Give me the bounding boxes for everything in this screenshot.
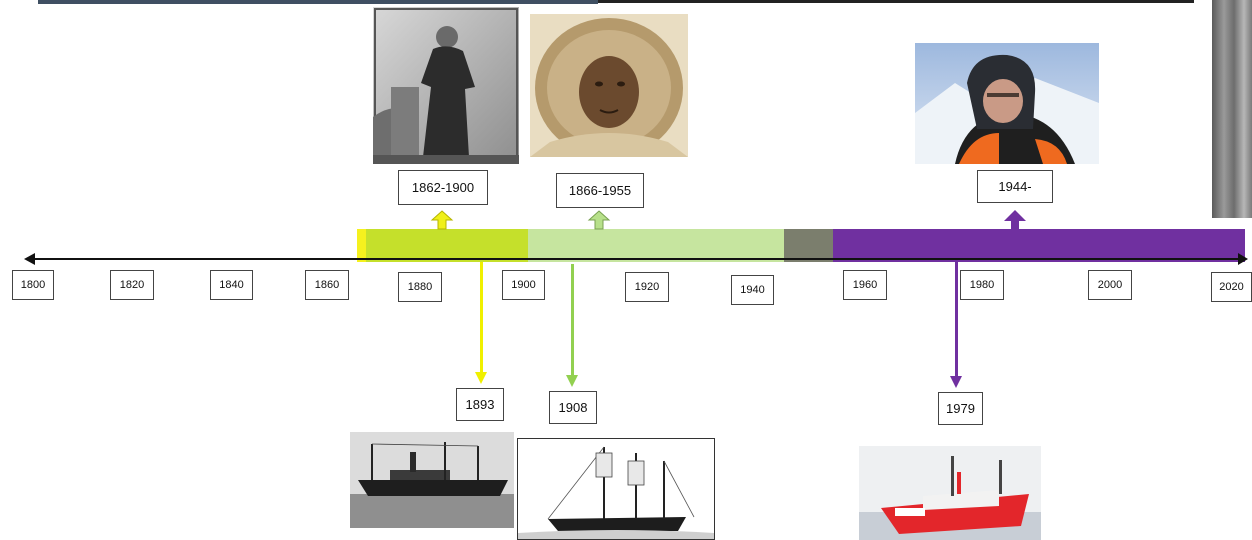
tick-label-1880: 1880 xyxy=(398,272,442,302)
top-photo-fragment xyxy=(38,0,598,4)
lifespan-label-1862-1900: 1862-1900 xyxy=(398,170,488,205)
tick-label-1800: 1800 xyxy=(12,270,54,300)
event-label-1908: 1908 xyxy=(549,391,597,424)
right-edge-photo-fragment xyxy=(1212,0,1252,218)
era-bar-gray xyxy=(784,229,833,262)
lifespan-label-1866-1955: 1866-1955 xyxy=(556,173,644,208)
event-1979-arrow-icon xyxy=(950,376,962,388)
photo-steamship-1893 xyxy=(350,432,514,528)
tick-label-2020: 2020 xyxy=(1211,272,1252,302)
axis-right-arrow-icon xyxy=(1238,253,1248,265)
era-bar-yellow xyxy=(357,229,366,262)
era-bar-light-green xyxy=(528,229,784,262)
event-1908-line xyxy=(571,264,574,376)
photo-red-ship-1979 xyxy=(859,446,1041,540)
era-bar-lime xyxy=(366,229,528,262)
photo-woman-portrait xyxy=(373,7,519,164)
lifespan-1944-arrow-icon xyxy=(1004,210,1026,230)
event-1979-line xyxy=(955,262,958,376)
event-1893-line xyxy=(480,262,483,374)
timeline-axis xyxy=(30,258,1240,260)
photo-schooner-1908 xyxy=(517,438,715,540)
photo-fur-hood-man xyxy=(530,14,688,157)
tick-label-1920: 1920 xyxy=(625,272,669,302)
tick-label-1820: 1820 xyxy=(110,270,154,300)
tick-label-2000: 2000 xyxy=(1088,270,1132,300)
lifespan-label-1944: 1944- xyxy=(977,170,1053,203)
event-label-1979: 1979 xyxy=(938,392,983,425)
tick-label-1840: 1840 xyxy=(210,270,253,300)
event-1893-arrow-icon xyxy=(475,372,487,384)
era-bar-purple xyxy=(833,229,1245,262)
tick-label-1900: 1900 xyxy=(502,270,545,300)
axis-left-arrow-icon xyxy=(24,253,35,265)
tick-label-1940: 1940 xyxy=(731,275,774,305)
lifespan-1862-arrow-icon xyxy=(430,210,454,230)
tick-label-1980: 1980 xyxy=(960,270,1004,300)
lifespan-1866-arrow-icon xyxy=(587,210,611,230)
top-frame-fragment xyxy=(598,0,1194,3)
event-1908-arrow-icon xyxy=(566,375,578,387)
event-label-1893: 1893 xyxy=(456,388,504,421)
photo-modern-explorer xyxy=(915,43,1099,164)
tick-label-1960: 1960 xyxy=(843,270,887,300)
tick-label-1860: 1860 xyxy=(305,270,349,300)
